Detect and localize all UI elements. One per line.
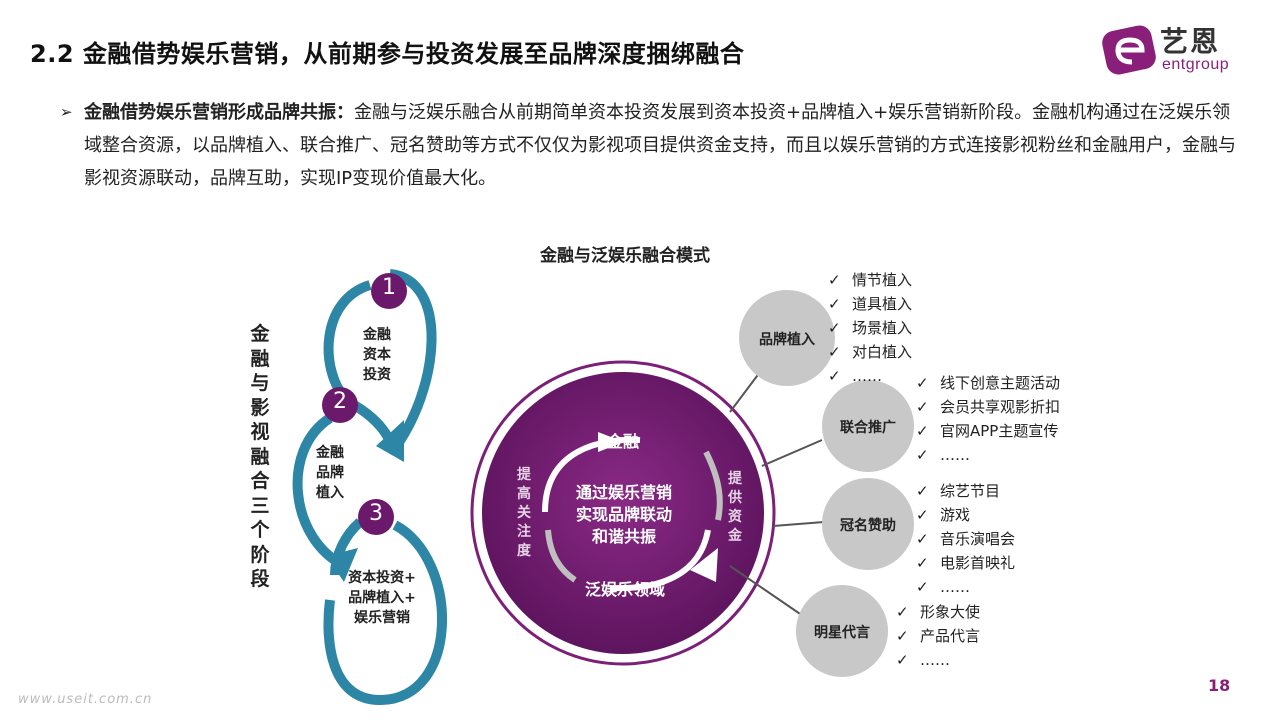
center-left-label: 提 高 关 注 度 [517, 467, 531, 559]
promo-item-list: ✓线下创意主题活动 ✓会员共享观影折扣 ✓官网APP主题宣传 ✓…… [916, 371, 1060, 467]
check-icon: ✓ [896, 651, 909, 669]
stage3-number: 3 [369, 501, 383, 526]
list-item: ✓…… [896, 648, 980, 672]
connector-sponsor [772, 521, 825, 527]
list-item: ✓情节植入 [828, 268, 912, 292]
inner-arrow-top-head [598, 432, 624, 452]
entgroup-logo-icon [1102, 25, 1156, 75]
page-number: 18 [1208, 676, 1231, 695]
stage3-loop-left [330, 518, 364, 576]
stage2-loop [292, 413, 348, 571]
stage2-number-circle [322, 387, 358, 423]
list-item: ✓场景植入 [828, 316, 912, 340]
inner-arrow-bottom-head [690, 548, 718, 582]
summary-heading: 金融借势娱乐营销形成品牌共振： [84, 102, 354, 123]
summary-body: 金融与泛娱乐融合从前期简单资本投资发展到资本投资+品牌植入+娱乐营销新阶段。金融… [84, 102, 1236, 189]
list-item: ✓…… [916, 575, 1015, 599]
stage2-text: 金融 品牌 植入 [316, 445, 344, 501]
satellite-promo-label: 联合推广 [840, 420, 896, 436]
list-item: ✓形象大使 [896, 600, 980, 624]
list-item: ✓线下创意主题活动 [916, 371, 1060, 395]
satellite-sponsor-label: 冠名赞助 [840, 518, 896, 534]
satellite-endorse-label: 明星代言 [814, 625, 870, 641]
center-right-label: 提 供 资 金 [728, 471, 742, 544]
stage3-text: 资本投资+ 品牌植入+ 娱乐营销 [348, 570, 416, 626]
inner-arrow-top [542, 436, 641, 513]
check-icon: ✓ [916, 530, 929, 548]
center-disc [482, 372, 764, 654]
satellite-promo-circle [822, 380, 914, 472]
stage1-loop [388, 269, 437, 456]
list-item: ✓产品代言 [896, 624, 980, 648]
check-icon: ✓ [828, 319, 841, 337]
satellite-brand-label: 品牌植入 [759, 332, 815, 348]
logo-cn-text: 艺恩 [1160, 25, 1221, 58]
check-icon: ✓ [896, 603, 909, 621]
center-bottom-label: 泛娱乐领域 [584, 580, 665, 599]
connector-promo [761, 439, 823, 467]
check-icon: ✓ [916, 446, 929, 464]
list-item: ✓…… [828, 364, 912, 388]
stage3-loop [323, 520, 447, 706]
stages-vertical-label: 金融与影视融合三个阶段 [250, 323, 270, 590]
check-icon: ✓ [916, 554, 929, 572]
list-item: ✓官网APP主题宣传 [916, 419, 1060, 443]
stage1-text: 金融 资本 投资 [363, 327, 391, 383]
summary-text: 金融借势娱乐营销形成品牌共振：金融与泛娱乐融合从前期简单资本投资发展到资本投资+… [84, 96, 1240, 195]
satellite-sponsor-circle [822, 478, 914, 570]
check-icon: ✓ [916, 482, 929, 500]
stage1-number: 1 [382, 275, 396, 300]
sponsor-item-list: ✓综艺节目 ✓游戏 ✓音乐演唱会 ✓电影首映礼 ✓…… [916, 479, 1015, 599]
list-item: ✓道具植入 [828, 292, 912, 316]
stage3-number-circle [358, 499, 394, 535]
satellite-brand-circle [739, 290, 835, 386]
check-icon: ✓ [916, 422, 929, 440]
check-icon: ✓ [828, 367, 841, 385]
center-top-label: 金融 [606, 432, 639, 451]
list-item: ✓音乐演唱会 [916, 527, 1015, 551]
list-item: ✓电影首映礼 [916, 551, 1015, 575]
check-icon: ✓ [916, 578, 929, 596]
list-item: ✓会员共享观影折扣 [916, 395, 1060, 419]
inner-arrow-right [703, 450, 723, 521]
connector-brand [729, 371, 761, 413]
page-title: 2.2 金融借势娱乐营销，从前期参与投资发展至品牌深度捆绑融合 [30, 40, 745, 68]
watermark-text: www.useit.com.cn [18, 692, 153, 707]
check-icon: ✓ [828, 343, 841, 361]
logo-en-text: entgroup [1162, 56, 1230, 73]
inner-arrow-bottom [609, 529, 711, 592]
satellite-endorse-circle [796, 585, 888, 677]
brand-item-list: ✓情节植入 ✓道具植入 ✓场景植入 ✓对白植入 ✓…… [828, 268, 912, 388]
stage2-number: 2 [333, 389, 347, 414]
check-icon: ✓ [916, 506, 929, 524]
list-item: ✓综艺节目 [916, 479, 1015, 503]
check-icon: ✓ [916, 374, 929, 392]
stage1-loop-left [323, 280, 372, 402]
diagram-title: 金融与泛娱乐融合模式 [540, 246, 710, 266]
list-item: ✓游戏 [916, 503, 1015, 527]
check-icon: ✓ [896, 627, 909, 645]
connector-endorse [729, 565, 807, 619]
endorse-item-list: ✓形象大使 ✓产品代言 ✓…… [896, 600, 980, 672]
check-icon: ✓ [916, 398, 929, 416]
center-main-label: 通过娱乐营销 实现品牌联动 和谐共振 [575, 483, 672, 546]
inner-arrow-left [545, 529, 577, 583]
arrow-bullet-icon: ➢ [60, 103, 73, 121]
check-icon: ✓ [828, 295, 841, 313]
summary-bullet: ➢ 金融借势娱乐营销形成品牌共振：金融与泛娱乐融合从前期简单资本投资发展到资本投… [60, 96, 1240, 195]
list-item: ✓对白植入 [828, 340, 912, 364]
stage1-number-circle [371, 273, 407, 309]
stage2-loop-right [351, 400, 397, 451]
entgroup-logo: 艺恩 entgroup [1100, 20, 1250, 80]
list-item: ✓…… [916, 443, 1060, 467]
check-icon: ✓ [828, 271, 841, 289]
